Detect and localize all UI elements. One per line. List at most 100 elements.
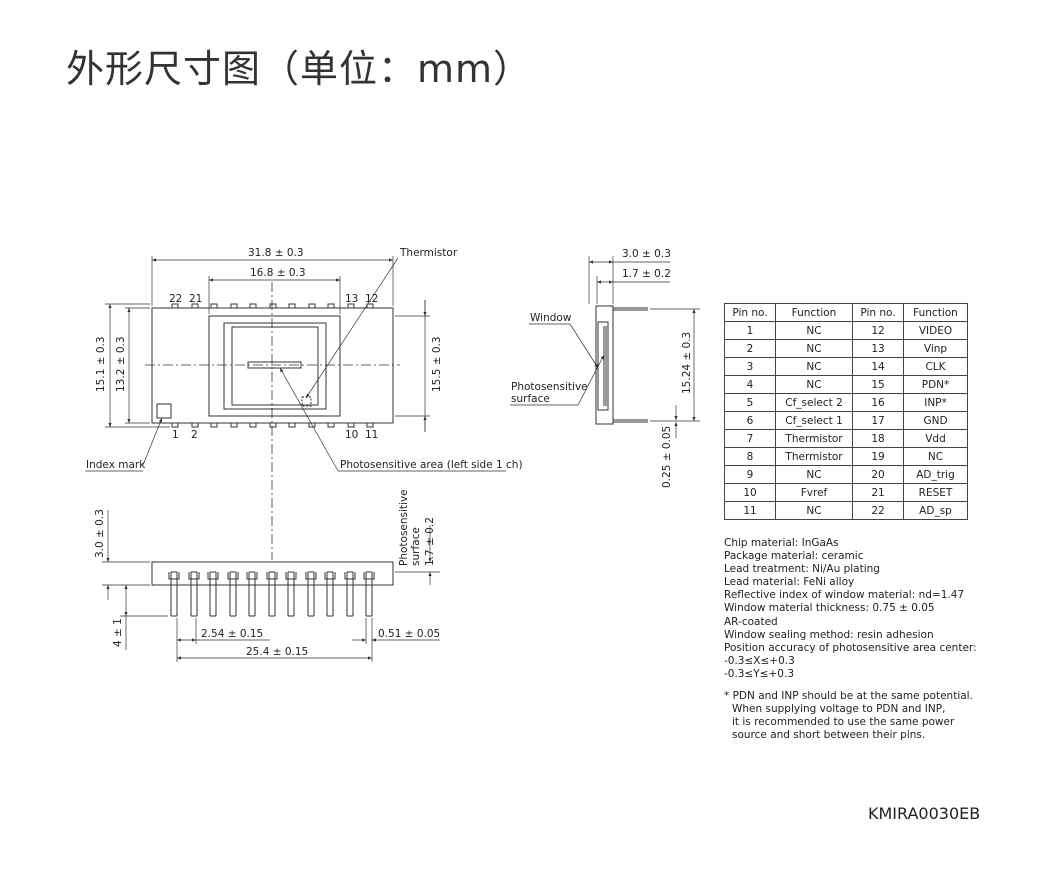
front-dim-pitch-label: 2.54 ± 0.15 <box>201 628 263 640</box>
table-cell: AD_sp <box>903 501 968 520</box>
front-ps-label-1: Photosensitive <box>398 489 410 566</box>
side-dim-h-label: 15.24 ± 0.3 <box>681 332 693 394</box>
footnote: * PDN and INP should be at the same pote… <box>724 690 973 742</box>
pin-table-header: Pin no. <box>724 303 776 322</box>
dim-h2-label: 13.2 ± 0.3 <box>115 336 127 392</box>
table-cell: AD_trig <box>903 465 968 484</box>
table-cell: 13 <box>852 339 904 358</box>
pin-table-header: Function <box>775 303 853 322</box>
front-ps-label-2: surface <box>410 527 422 566</box>
table-cell: 15 <box>852 375 904 394</box>
dim-width-label: 31.8 ± 0.3 <box>248 247 304 259</box>
dim-h1-label: 15.1 ± 0.3 <box>95 336 107 392</box>
note-line: Window sealing method: resin adhesion <box>724 628 934 641</box>
table-cell: 9 <box>724 465 776 484</box>
side-view <box>510 256 700 438</box>
table-cell: NC <box>775 339 853 358</box>
front-view <box>102 510 440 662</box>
window-inner <box>231 326 319 406</box>
package-body <box>151 307 394 424</box>
window-middle <box>223 322 327 410</box>
table-cell: 17 <box>852 411 904 430</box>
table-cell: 2 <box>724 339 776 358</box>
pin-table-header: Function <box>903 303 968 322</box>
side-dim-b-label: 1.7 ± 0.2 <box>622 268 671 280</box>
table-cell: Cf_select 2 <box>775 393 853 412</box>
pin-table-header: Pin no. <box>852 303 904 322</box>
thermistor-label: Thermistor <box>399 247 458 259</box>
photosensitive-surface-label-2: surface <box>511 393 550 405</box>
window-label: Window <box>530 312 572 324</box>
table-cell: 20 <box>852 465 904 484</box>
table-cell: 8 <box>724 447 776 466</box>
pin-2-label: 2 <box>191 429 198 441</box>
page-title: 外形尺寸图（单位：mm） <box>66 47 533 91</box>
table-cell: 3 <box>724 357 776 376</box>
table-cell: INP* <box>903 393 968 412</box>
table-cell: Thermistor <box>775 447 853 466</box>
table-cell: NC <box>775 357 853 376</box>
table-cell: Thermistor <box>775 429 853 448</box>
table-cell: 21 <box>852 483 904 502</box>
table-cell: NC <box>903 447 968 466</box>
front-dim-surface-label: 1.7 ± 0.2 <box>424 517 436 566</box>
top-view-labels: 31.8 ± 0.3 16.8 ± 0.3 Thermistor 22 21 1… <box>86 247 523 471</box>
table-cell: NC <box>775 375 853 394</box>
note-line: Window material thickness: 0.75 ± 0.05 <box>724 602 935 615</box>
footnote-line: it is recommended to use the same power <box>732 716 955 729</box>
photosensitive-area-label: Photosensitive area (left side 1 ch) <box>340 459 523 471</box>
pin-22-label: 22 <box>169 293 182 305</box>
note-line: Lead treatment: Ni/Au plating <box>724 563 880 576</box>
pin-12-label: 12 <box>365 293 378 305</box>
pin-10-label: 10 <box>345 429 358 441</box>
table-cell: 7 <box>724 429 776 448</box>
note-line: Reflective index of window material: nd=… <box>724 589 965 602</box>
side-dim-a-label: 3.0 ± 0.3 <box>622 248 671 260</box>
front-view-labels: 3.0 ± 0.3 4 ± 1 2.54 ± 0.15 25.4 ± 0.15 … <box>94 489 440 658</box>
table-cell: 1 <box>724 321 776 340</box>
table-cell: Vinp <box>903 339 968 358</box>
table-cell: Cf_select 1 <box>775 411 853 430</box>
note-line: Chip material: InGaAs <box>724 537 839 549</box>
note-line: Position accuracy of photosensitive area… <box>724 641 977 654</box>
table-cell: 19 <box>852 447 904 466</box>
note-line: Lead material: FeNi alloy <box>724 576 855 589</box>
pin-1-label: 1 <box>172 429 179 441</box>
front-body <box>151 561 394 586</box>
side-view-labels: 3.0 ± 0.3 1.7 ± 0.2 15.24 ± 0.3 0.25 ± 0… <box>511 248 693 488</box>
index-mark-square <box>156 403 172 419</box>
footnote-line: When supplying voltage to PDN and INP, <box>732 703 946 716</box>
table-cell: NC <box>775 465 853 484</box>
table-cell: NC <box>775 321 853 340</box>
table-cell: 12 <box>852 321 904 340</box>
photosensitive-surface-label-1: Photosensitive <box>511 381 588 393</box>
top-view-bottom-pins <box>171 422 374 428</box>
table-cell: PDN* <box>903 375 968 394</box>
pin-11-label: 11 <box>365 429 378 441</box>
table-cell: 5 <box>724 393 776 412</box>
table-cell: 14 <box>852 357 904 376</box>
front-dim-span-label: 25.4 ± 0.15 <box>246 646 308 658</box>
table-cell: 22 <box>852 501 904 520</box>
footnote-line: source and short between their pins. <box>732 729 926 742</box>
note-line: -0.3≤Y≤+0.3 <box>724 667 794 680</box>
pin-13-label: 13 <box>345 293 358 305</box>
front-dim-leadw-label: 0.51 ± 0.05 <box>378 628 440 640</box>
table-cell: 11 <box>724 501 776 520</box>
top-view <box>85 256 506 560</box>
table-cell: VIDEO <box>903 321 968 340</box>
note-line: Package material: ceramic <box>724 550 864 563</box>
table-cell: 18 <box>852 429 904 448</box>
